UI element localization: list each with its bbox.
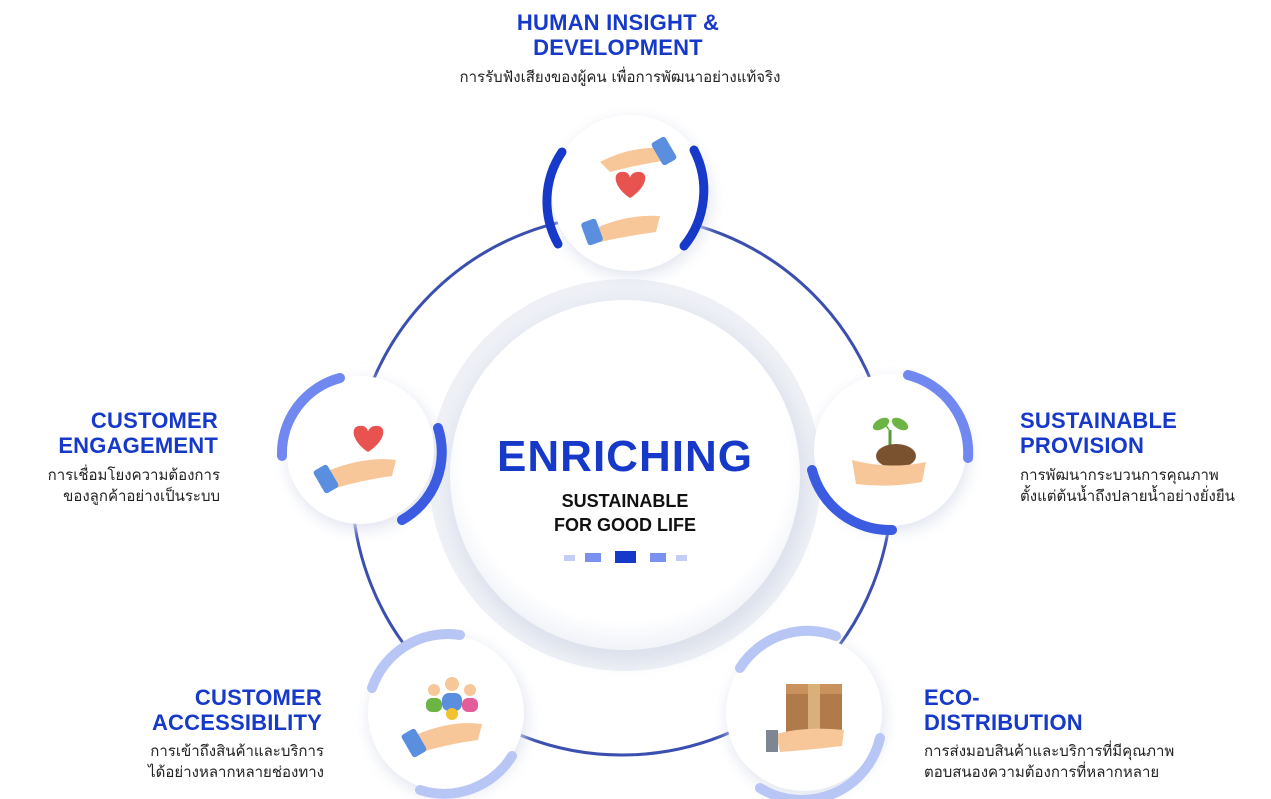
engagement-desc-line1: การเชื่อมโยงความต้องการ — [47, 466, 220, 484]
human-title-line1: HUMAN INSIGHT & — [516, 10, 720, 35]
center-subtitle-line1: SUSTAINABLE — [561, 491, 689, 511]
center-subtitle-line2: FOR GOOD LIFE — [554, 515, 696, 535]
engagement-title-line1: CUSTOMER — [90, 408, 218, 433]
provision-title: SUSTAINABLE PROVISION — [1020, 408, 1260, 458]
distribution-desc-line1: การส่งมอบสินค้าและบริการที่มีคุณภาพ — [924, 742, 1175, 760]
hand-people-icon — [401, 677, 482, 758]
center-title: ENRICHING — [497, 432, 753, 481]
node-engagement — [276, 373, 447, 529]
accessibility-desc-line2: ได้อย่างหลากหลายช่องทาง — [148, 763, 324, 781]
provision-title-line1: SUSTAINABLE — [1020, 408, 1178, 433]
distribution-title-line2: DISTRIBUTION — [924, 710, 1083, 735]
node-distribution — [726, 625, 885, 799]
accessibility-title-line1: CUSTOMER — [194, 685, 322, 710]
center-disc — [450, 300, 800, 650]
engagement-title: CUSTOMER ENGAGEMENT — [20, 408, 218, 458]
distribution-title: ECO- DISTRIBUTION — [924, 685, 1164, 735]
hand-box-icon — [766, 684, 844, 752]
node-provision — [807, 370, 974, 536]
hands-heart-icon — [581, 136, 677, 246]
provision-title-line2: PROVISION — [1020, 433, 1145, 458]
center-subtitle: SUSTAINABLE FOR GOOD LIFE — [455, 489, 795, 537]
distribution-title-line1: ECO- — [924, 685, 980, 710]
node-human — [542, 115, 710, 276]
accessibility-desc-line1: การเข้าถึงสินค้าและบริการ — [150, 742, 324, 760]
accessibility-title: CUSTOMER ACCESSIBILITY — [100, 685, 322, 735]
distribution-desc-line2: ตอบสนองความต้องการที่หลากหลาย — [924, 763, 1160, 781]
center-dots — [564, 551, 687, 563]
accessibility-desc: การเข้าถึงสินค้าและบริการ ได้อย่างหลากหล… — [100, 741, 324, 783]
engagement-desc-line2: ของลูกค้าอย่างเป็นระบบ — [63, 487, 220, 505]
distribution-desc: การส่งมอบสินค้าและบริการที่มีคุณภาพ ตอบส… — [924, 741, 1224, 783]
provision-desc: การพัฒนากระบวนการคุณภาพ ตั้งแต่ต้นน้ำถึง… — [1020, 465, 1270, 507]
engagement-desc: การเชื่อมโยงความต้องการ ของลูกค้าอย่างเป… — [10, 465, 220, 507]
node-accessibility — [367, 629, 526, 799]
hand-heart-icon — [313, 425, 396, 494]
human-title-line2: DEVELOPMENT — [533, 35, 703, 60]
hand-sprout-icon — [852, 417, 926, 486]
accessibility-title-line2: ACCESSIBILITY — [151, 710, 322, 735]
human-title: HUMAN INSIGHT & DEVELOPMENT — [468, 10, 768, 60]
provision-desc-line2: ตั้งแต่ต้นน้ำถึงปลายน้ำอย่างยั่งยืน — [1020, 487, 1235, 505]
engagement-title-line2: ENGAGEMENT — [58, 433, 218, 458]
provision-desc-line1: การพัฒนากระบวนการคุณภาพ — [1020, 466, 1219, 484]
human-desc: การรับฟังเสียงของผู้คน เพื่อการพัฒนาอย่า… — [459, 68, 781, 86]
